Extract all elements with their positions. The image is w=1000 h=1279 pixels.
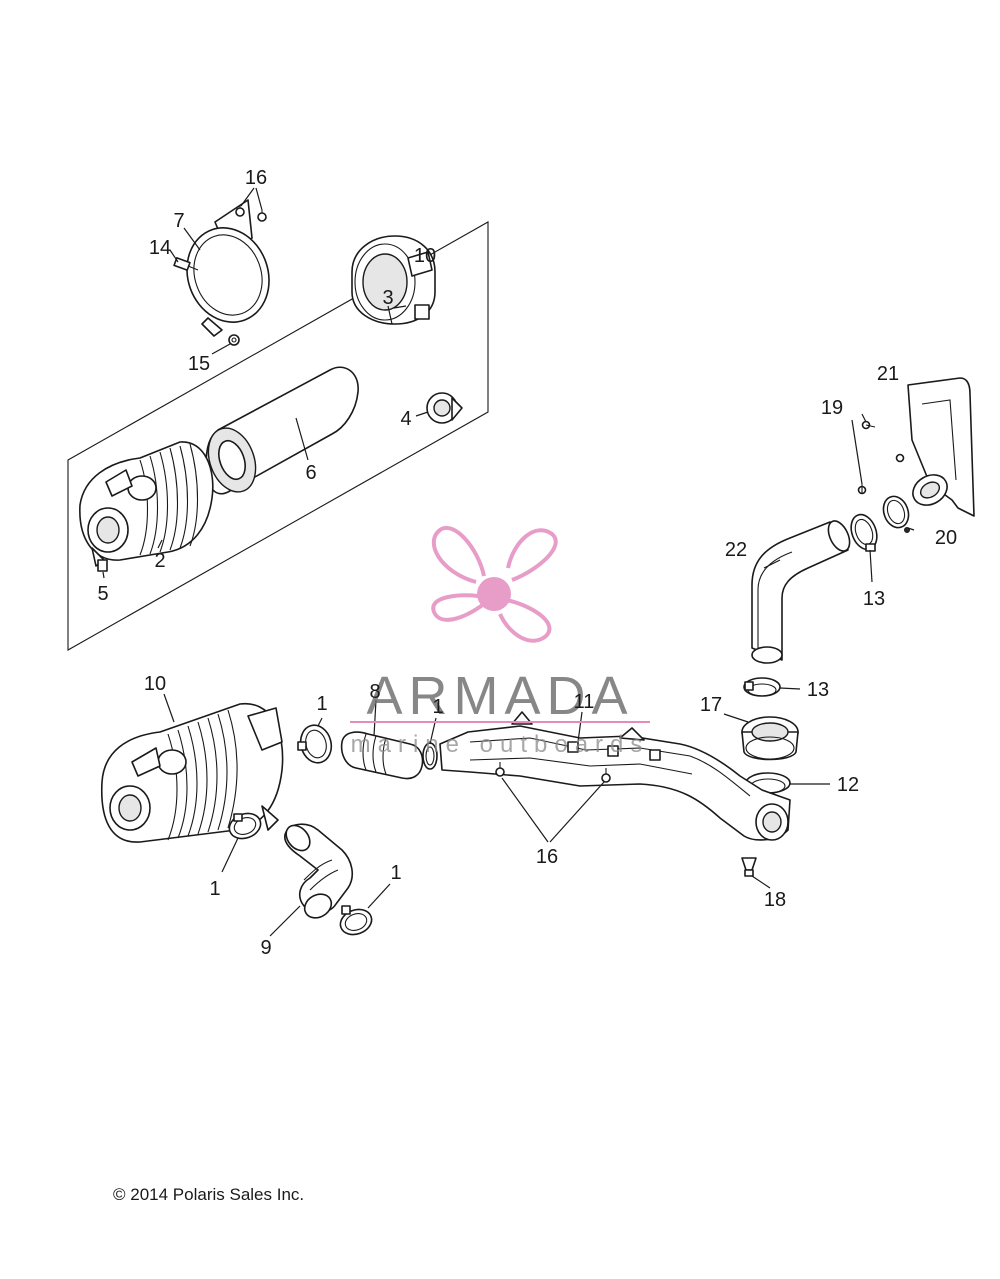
callout-21: 21 xyxy=(877,363,899,385)
nut-15 xyxy=(228,334,240,346)
watermark: ARMADA marine outboards xyxy=(350,526,650,758)
mounting-bracket-7 xyxy=(186,199,270,337)
callout-11: 11 xyxy=(574,691,595,713)
callout-22: 22 xyxy=(725,539,747,561)
clamp-1-outlet xyxy=(297,724,333,764)
callout-12: 12 xyxy=(837,774,859,796)
callout-labels: 16 7 14 15 10 3 4 6 2 5 21 19 20 22 13 1… xyxy=(97,167,957,959)
callout-19: 19 xyxy=(821,397,843,419)
screw-16-lower-left xyxy=(495,762,505,777)
clamp-13-upper xyxy=(850,513,878,552)
hose-9 xyxy=(284,823,354,919)
callout-7: 7 xyxy=(173,210,184,232)
callout-14: 14 xyxy=(149,237,171,259)
air-box-assembly-10 xyxy=(100,702,284,843)
screw-16-top-right xyxy=(257,210,267,222)
callout-2: 2 xyxy=(154,550,165,572)
callout-18: 18 xyxy=(764,889,786,911)
plug-5 xyxy=(97,559,108,572)
intake-duct-22 xyxy=(751,520,851,664)
screw-19-cover xyxy=(895,453,905,463)
cover-plate-21 xyxy=(907,377,975,517)
callout-4: 4 xyxy=(400,408,411,430)
clamp-20 xyxy=(882,495,910,533)
callout-1-outlet: 1 xyxy=(316,693,327,715)
callout-16-lower: 16 xyxy=(536,846,558,868)
evacuator-valve-4 xyxy=(426,392,463,424)
clamp-1-box-lower xyxy=(228,812,262,840)
screw-16-lower-right xyxy=(601,768,611,783)
callout-1-duct: 1 xyxy=(432,696,443,718)
screw-19-upper xyxy=(861,420,876,430)
callout-6: 6 xyxy=(305,462,316,484)
kit-outline-box xyxy=(67,221,489,651)
air-box-cover-3 xyxy=(351,235,436,325)
hose-8 xyxy=(340,731,424,780)
clamp-1-bottom xyxy=(339,905,373,936)
callout-5: 5 xyxy=(97,583,108,605)
callout-17: 17 xyxy=(700,694,722,716)
copyright-notice: © 2014 Polaris Sales Inc. xyxy=(113,1185,305,1204)
callout-16: 16 xyxy=(245,167,267,189)
drain-valve-18 xyxy=(741,857,757,877)
coupler-17 xyxy=(741,716,799,761)
callout-1-bottom: 1 xyxy=(390,862,401,884)
callout-1-box-lower: 1 xyxy=(209,878,220,900)
watermark-brand: ARMADA xyxy=(366,666,633,726)
callout-10-lower: 10 xyxy=(144,673,166,695)
bolt-14 xyxy=(173,257,199,271)
filter-element-6 xyxy=(205,366,359,495)
callout-8: 8 xyxy=(369,681,380,703)
clamp-13-lower xyxy=(743,677,781,697)
leader-lines xyxy=(102,187,915,937)
screw-19-lower xyxy=(857,484,867,495)
air-box-housing-2 xyxy=(79,441,214,567)
callout-10: 10 xyxy=(414,245,436,267)
callout-3: 3 xyxy=(382,287,393,309)
callout-20: 20 xyxy=(935,527,957,549)
propeller-logo-icon xyxy=(431,526,558,643)
callout-13-upper: 13 xyxy=(863,588,885,610)
callout-9: 9 xyxy=(260,937,271,959)
callout-13-lower: 13 xyxy=(807,679,829,701)
callout-15: 15 xyxy=(188,353,210,375)
screw-16-top-left xyxy=(235,206,245,217)
watermark-tagline: marine outboards xyxy=(351,731,650,758)
